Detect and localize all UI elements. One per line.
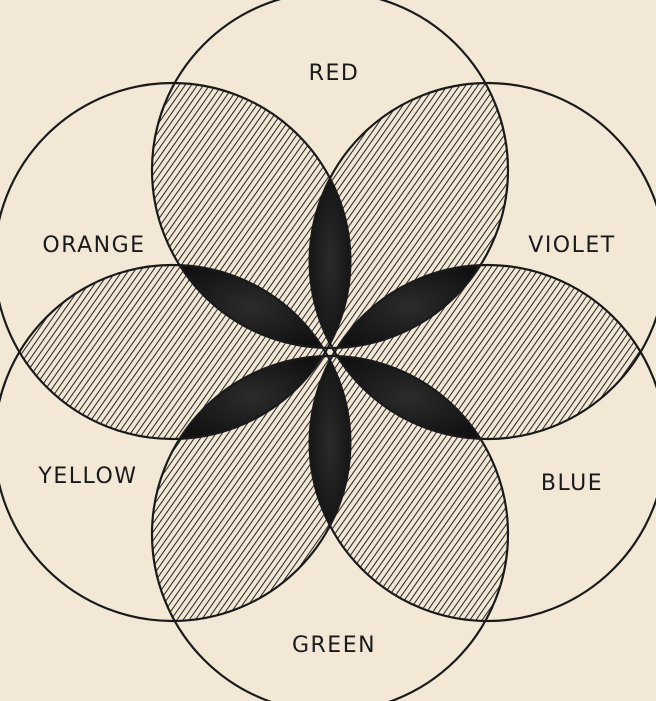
label-yellow: YELLOW	[37, 464, 137, 489]
label-blue: BLUE	[541, 471, 603, 496]
label-red: RED	[309, 61, 360, 86]
pair-overlap-regions	[19, 83, 640, 621]
label-violet: VIOLET	[528, 233, 615, 258]
label-green: GREEN	[292, 633, 376, 658]
label-orange: ORANGE	[42, 233, 145, 258]
